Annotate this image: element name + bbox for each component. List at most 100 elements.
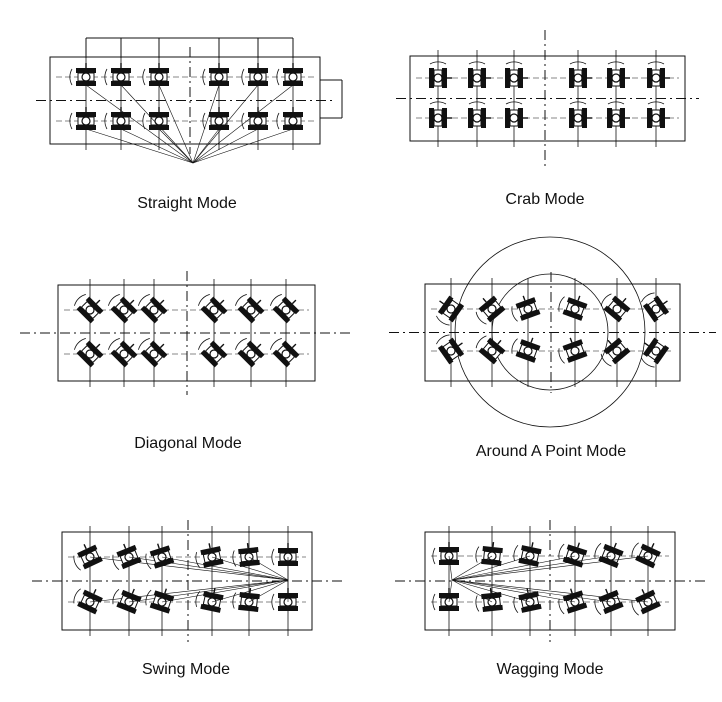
wheel-tyre (562, 309, 584, 321)
wheel-tyre (209, 112, 229, 117)
wheel-tyre (642, 337, 659, 357)
converge-line (192, 84, 294, 164)
wheel-unit (270, 338, 300, 368)
wheel-tyre (515, 351, 537, 363)
wheel-tyre (569, 68, 574, 88)
wheel-unit (511, 337, 541, 363)
wheel-tyre (562, 590, 584, 602)
wheel-hub (209, 349, 219, 359)
wheel-tyre (518, 557, 539, 567)
wheel-hub (246, 349, 256, 359)
wheel-post (219, 299, 225, 305)
wheel-tyre (246, 296, 265, 315)
wheel-tyre (653, 345, 670, 365)
wheel-post (291, 299, 297, 305)
wheel-tyre (149, 602, 171, 614)
wheel-post (157, 543, 160, 549)
wheel-arc (145, 589, 152, 606)
around-point-mode-caption: Around A Point Mode (476, 443, 626, 460)
wheel-arc (232, 550, 237, 567)
wheel-tyre (468, 108, 473, 128)
wheel-unit (276, 63, 303, 86)
wheel-tyre (203, 591, 224, 601)
wheel-arc (475, 546, 480, 563)
wheel-post (662, 300, 668, 305)
wheel-arc (641, 357, 655, 368)
wheel-post (208, 543, 211, 549)
wheel-post (246, 543, 249, 549)
wheel-hub (253, 72, 263, 82)
wheel-tyre (85, 340, 104, 359)
wheel-unit (142, 107, 169, 130)
wheel-arc (475, 335, 487, 349)
wheel-tyre (209, 68, 229, 73)
wheel-hub (214, 72, 224, 82)
wheel-tyre (149, 296, 168, 315)
wheel-unit (429, 61, 452, 88)
wheel-tyre (82, 556, 103, 570)
wheel-arc (74, 338, 86, 350)
wheel-tyre (76, 125, 96, 130)
wheel-arc (631, 600, 639, 616)
wheel-tyre (203, 558, 224, 568)
wheel-tyre (442, 108, 447, 128)
wheel-post (641, 589, 645, 595)
wheel-post (482, 297, 487, 303)
wheel-arc (600, 353, 612, 367)
wheel-unit (271, 588, 298, 611)
wheel-unit (569, 61, 592, 88)
wheel-hub (651, 113, 661, 123)
wheel-unit (271, 543, 298, 566)
wheel-unit (235, 294, 265, 324)
wheel-unit (631, 589, 661, 616)
converge-line (158, 128, 194, 164)
wheel-arc (569, 101, 587, 105)
wheel-arc (145, 553, 152, 570)
wheel-arc (104, 68, 108, 86)
pivot-ray (161, 556, 289, 581)
wheel-tyre (598, 589, 619, 603)
pivot-ray (451, 555, 493, 581)
wheel-unit (241, 107, 268, 130)
wheel-post (489, 588, 492, 594)
wheel-unit (468, 61, 491, 88)
wheel-unit (432, 588, 459, 611)
wheel-tyre (281, 296, 300, 315)
wheel-tyre (582, 68, 587, 88)
wheel-post (131, 588, 135, 594)
wheel-unit (74, 294, 104, 324)
wheel-arc (468, 61, 486, 65)
wheel-unit (641, 337, 670, 368)
wheel-arc (270, 338, 282, 350)
wheel-arc (505, 101, 523, 105)
wheel-unit (73, 588, 103, 615)
wheel-tyre (119, 340, 138, 359)
wheel-unit (73, 544, 103, 571)
wheel-tyre (660, 68, 665, 88)
wheel-arc (558, 348, 565, 364)
wheel-hub (509, 73, 519, 83)
wheel-hub (154, 72, 164, 82)
wheel-unit (475, 542, 503, 566)
wheel-tyre (278, 548, 298, 553)
wheel-tyre (283, 81, 303, 86)
wheel-unit (607, 61, 630, 88)
wheel-arc (138, 338, 150, 350)
wheel-post (457, 342, 463, 347)
wheel-tyre (519, 339, 541, 351)
wheel-unit (429, 101, 452, 128)
wheel-post (622, 297, 627, 303)
wheel-tyre (111, 81, 131, 86)
wheel-unit (112, 543, 142, 570)
wheel-post (213, 588, 216, 594)
wheel-tyre (647, 108, 652, 128)
wheel-tyre (660, 108, 665, 128)
pivot-ray (451, 555, 612, 581)
wheel-arc (594, 543, 602, 559)
wheel-post (95, 343, 101, 349)
wheel-arc (271, 593, 275, 611)
wheel-tyre (518, 108, 523, 128)
converge-line (85, 128, 194, 164)
wheel-hub (487, 304, 497, 314)
wheel-tyre (439, 560, 459, 565)
